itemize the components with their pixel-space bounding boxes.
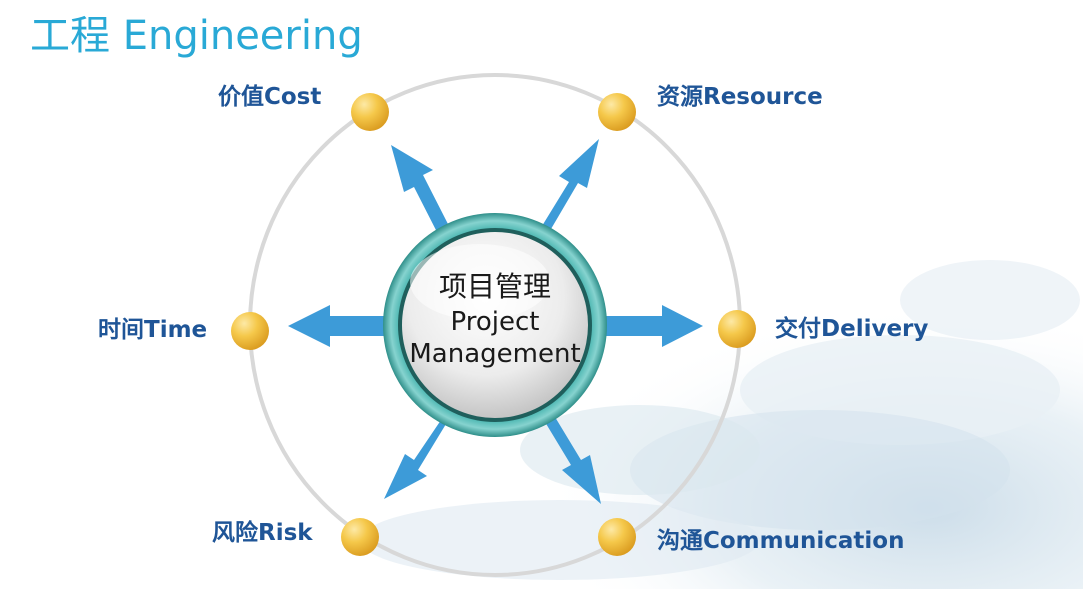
center-label-zh: 项目管理	[438, 270, 551, 303]
node-dot-time	[231, 312, 269, 350]
node-label-time: 时间Time	[98, 317, 208, 343]
arrows	[288, 139, 703, 504]
arrow-risk	[384, 420, 446, 499]
arrow-communication	[545, 417, 601, 504]
arrow-time	[288, 305, 385, 347]
page-title: 工程 Engineering	[30, 13, 363, 59]
node-dot-delivery	[718, 310, 756, 348]
node-dot-cost	[351, 93, 389, 131]
arrow-delivery	[606, 305, 703, 347]
node-label-risk: 风险Risk	[212, 520, 313, 546]
node-dot-resource	[598, 93, 636, 131]
arrow-cost	[391, 145, 449, 238]
node-dot-risk	[341, 518, 379, 556]
node-label-resource: 资源Resource	[657, 84, 823, 110]
node-dot-communication	[598, 518, 636, 556]
arrow-resource	[542, 139, 599, 229]
node-dots	[231, 93, 756, 556]
node-label-delivery: 交付Delivery	[775, 316, 929, 342]
node-label-cost: 价值Cost	[218, 84, 322, 110]
center-hub	[383, 213, 607, 437]
center-label-project: Project	[450, 307, 540, 337]
node-label-communication: 沟通Communication	[657, 528, 905, 554]
center-label-management: Management	[409, 339, 581, 369]
